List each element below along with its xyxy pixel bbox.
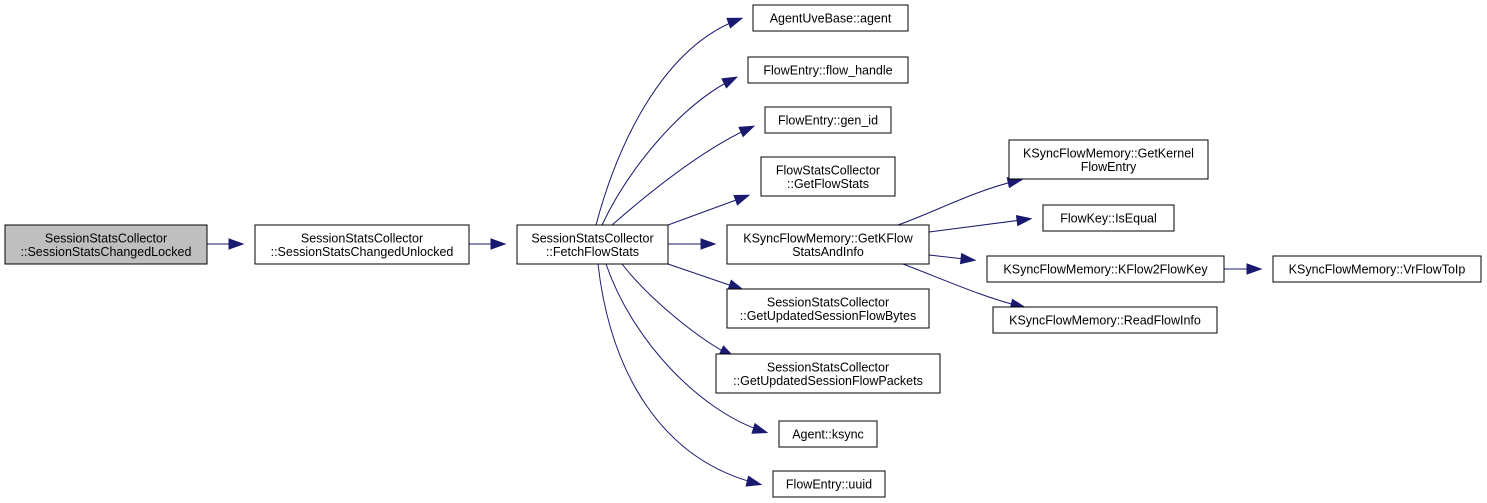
edge-fetch_flow_stats-to-agent_uve_agent (595, 17, 744, 226)
node-vr-flow-to-ip[interactable]: KSyncFlowMemory::VrFlowToIp (1272, 255, 1482, 283)
node-label-line: SessionStatsCollector (45, 231, 167, 245)
node-box (986, 255, 1225, 283)
node-get-flow-stats[interactable]: FlowStatsCollector::GetFlowStats (760, 156, 896, 197)
edge-fetch_flow_stats-to-upd_bytes (667, 263, 745, 291)
node-upd-packets[interactable]: SessionStatsCollector::GetUpdatedSession… (715, 353, 941, 394)
node-label-line: KSyncFlowMemory::GetKFlow (743, 231, 913, 245)
node-label-line: SessionStatsCollector (531, 231, 653, 245)
node-box (726, 288, 930, 329)
node-label-line: FlowEntry::gen_id (778, 114, 878, 128)
node-label-line: FlowStatsCollector (776, 163, 880, 177)
node-label-line: FlowEntry::flow_handle (763, 64, 892, 78)
node-box (752, 4, 909, 32)
node-box (764, 106, 892, 134)
node-box (516, 224, 669, 265)
edge-get_kflow_stats-to-kflow2flowkey (928, 252, 977, 265)
node-label-line: FlowEntry::uuid (786, 478, 872, 492)
node-label-line: ::GetUpdatedSessionFlowBytes (740, 309, 916, 323)
node-upd-bytes[interactable]: SessionStatsCollector::GetUpdatedSession… (726, 288, 930, 329)
node-box (760, 156, 896, 197)
node-kflow2flowkey[interactable]: KSyncFlowMemory::KFlow2FlowKey (986, 255, 1225, 283)
node-fetch-flow-stats[interactable]: SessionStatsCollector::FetchFlowStats (516, 224, 669, 265)
node-flow-handle[interactable]: FlowEntry::flow_handle (747, 56, 909, 84)
node-label-line: KSyncFlowMemory::GetKernel (1023, 146, 1194, 160)
node-label-line: KSyncFlowMemory::VrFlowToIp (1289, 263, 1466, 277)
node-label-line: KSyncFlowMemory::ReadFlowInfo (1009, 314, 1201, 328)
node-label-line: StatsAndInfo (792, 245, 864, 259)
node-box (747, 56, 909, 84)
node-label-line: ::SessionStatsChangedUnlocked (271, 245, 454, 259)
node-uuid[interactable]: FlowEntry::uuid (772, 470, 886, 498)
node-label-line: ::FetchFlowStats (546, 245, 639, 259)
node-label-line: ::GetUpdatedSessionFlowPackets (733, 374, 923, 388)
node-read-flow-info[interactable]: KSyncFlowMemory::ReadFlowInfo (992, 306, 1218, 334)
edge-changed_locked-to-changed_unlocked (207, 238, 245, 250)
node-box (726, 224, 930, 265)
node-box (715, 353, 941, 394)
node-label-line: SessionStatsCollector (767, 360, 889, 374)
node-label-line: AgentUveBase::agent (770, 12, 892, 26)
edge-get_kflow_stats-to-get_kernel_entry (897, 177, 1024, 226)
node-box (778, 420, 878, 448)
node-box (1008, 139, 1209, 180)
node-box (992, 306, 1218, 334)
edge-changed_unlocked-to-fetch_flow_stats (469, 238, 507, 250)
node-label-line: SessionStatsCollector (767, 295, 889, 309)
edge-kflow2flowkey-to-vr_flow_to_ip (1224, 263, 1263, 275)
node-label-line: FlowEntry (1081, 160, 1137, 174)
edge-get_kflow_stats-to-is_equal (928, 214, 1033, 233)
edge-fetch_flow_stats-to-get_flow_stats (667, 194, 751, 226)
edge-fetch_flow_stats-to-upd_packets (621, 263, 736, 358)
edge-fetch_flow_stats-to-get_kflow_stats (668, 238, 717, 250)
nodes-layer: SessionStatsCollector::SessionStatsChang… (4, 4, 1482, 498)
edges-layer (207, 17, 1263, 487)
node-box (1272, 255, 1482, 283)
edge-fetch_flow_stats-to-uuid (597, 263, 763, 487)
node-label-line: ::GetFlowStats (787, 177, 869, 191)
node-label-line: ::SessionStatsChangedLocked (21, 245, 192, 259)
node-agent-ksync[interactable]: Agent::ksync (778, 420, 878, 448)
node-label-line: SessionStatsCollector (301, 231, 423, 245)
node-changed-locked[interactable]: SessionStatsCollector::SessionStatsChang… (4, 224, 208, 265)
node-box (254, 224, 470, 265)
node-label-line: FlowKey::IsEqual (1060, 212, 1157, 226)
node-box (1042, 204, 1175, 232)
node-label-line: KSyncFlowMemory::KFlow2FlowKey (1003, 263, 1208, 277)
edge-fetch_flow_stats-to-agent_ksync (605, 263, 769, 434)
edge-fetch_flow_stats-to-gen_id (611, 125, 756, 226)
node-changed-unlocked[interactable]: SessionStatsCollector::SessionStatsChang… (254, 224, 470, 265)
node-label-line: Agent::ksync (792, 428, 864, 442)
node-box (4, 224, 208, 265)
node-gen-id[interactable]: FlowEntry::gen_id (764, 106, 892, 134)
node-box (772, 470, 886, 498)
node-agent-uve-agent[interactable]: AgentUveBase::agent (752, 4, 909, 32)
node-is-equal[interactable]: FlowKey::IsEqual (1042, 204, 1175, 232)
edge-fetch_flow_stats-to-flow_handle (601, 76, 739, 226)
